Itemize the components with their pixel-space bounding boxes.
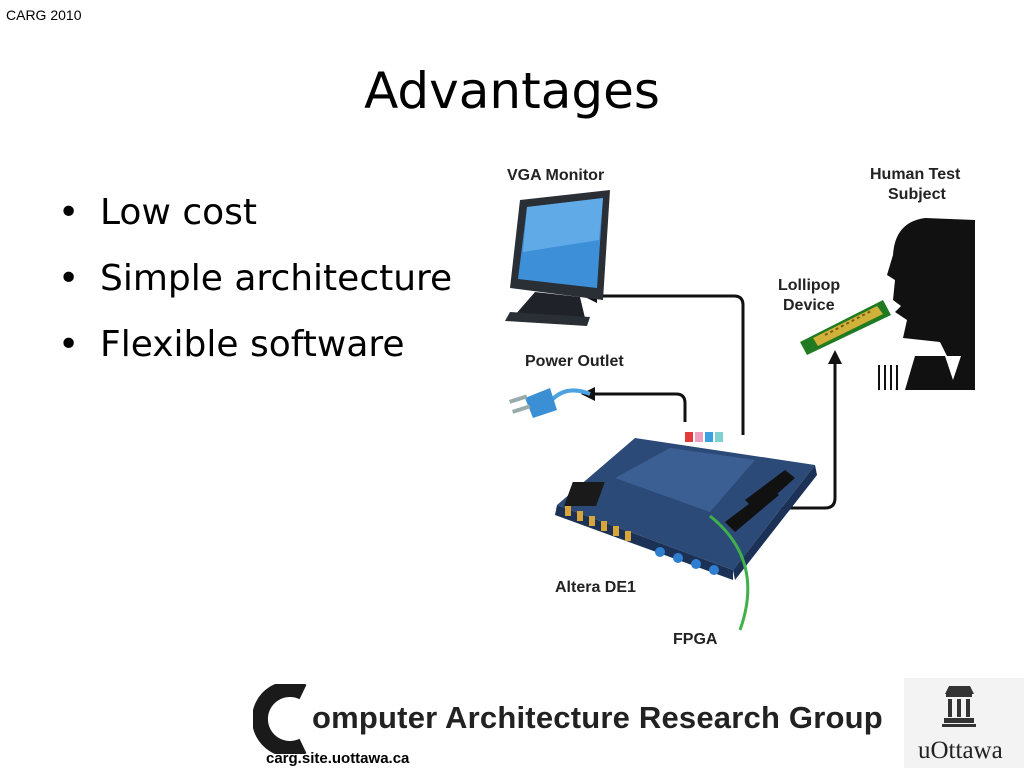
bullet-item: • Flexible software xyxy=(58,320,452,386)
altera-board-icon xyxy=(555,432,817,631)
corner-label: CARG 2010 xyxy=(6,7,82,23)
lollipop-device-icon xyxy=(800,300,891,355)
label-lollipop-line2: Device xyxy=(783,297,835,314)
group-url: carg.site.uottawa.ca xyxy=(266,750,410,767)
label-vga-monitor: VGA Monitor xyxy=(507,167,605,184)
label-power-outlet: Power Outlet xyxy=(525,353,624,370)
connector-lines xyxy=(590,294,837,510)
system-diagram: VGA Monitor Human Test Subject Lollipop … xyxy=(495,160,985,660)
uottawa-wordmark: uOttawa xyxy=(918,737,1003,764)
bullet-icon: • xyxy=(58,192,80,233)
arrow-to-monitor xyxy=(592,294,745,435)
power-plug-icon xyxy=(508,388,591,418)
bullet-text: Flexible software xyxy=(100,324,405,365)
bullet-text: Simple architecture xyxy=(100,258,453,299)
label-human-line2: Subject xyxy=(888,186,946,203)
slide-title: Advantages xyxy=(364,62,660,120)
bullet-item: • Simple architecture xyxy=(58,254,452,320)
bullet-text: Low cost xyxy=(100,192,258,233)
bullet-item: • Low cost xyxy=(58,188,452,254)
bullet-list: • Low cost • Simple architecture • Flexible… xyxy=(58,188,452,386)
human-silhouette-icon xyxy=(878,218,975,390)
fpga-pointer xyxy=(709,514,750,631)
bullet-icon: • xyxy=(58,258,80,299)
uottawa-building-icon xyxy=(942,686,976,727)
label-fpga: FPGA xyxy=(673,631,718,648)
label-altera-de1: Altera DE1 xyxy=(555,579,636,596)
bullet-icon: • xyxy=(58,324,80,365)
carg-logo-c-icon xyxy=(253,684,307,754)
arrow-to-power xyxy=(590,392,687,422)
label-human-line1: Human Test xyxy=(870,166,961,183)
research-group-name: omputer Architecture Research Group xyxy=(312,700,883,735)
vga-monitor-icon xyxy=(505,190,610,326)
diagram-drawing xyxy=(505,190,975,631)
uottawa-logo xyxy=(904,678,1024,768)
label-lollipop-line1: Lollipop xyxy=(778,277,841,294)
arrow-to-lollipop xyxy=(780,360,837,510)
arrowhead-lollipop xyxy=(828,350,842,364)
